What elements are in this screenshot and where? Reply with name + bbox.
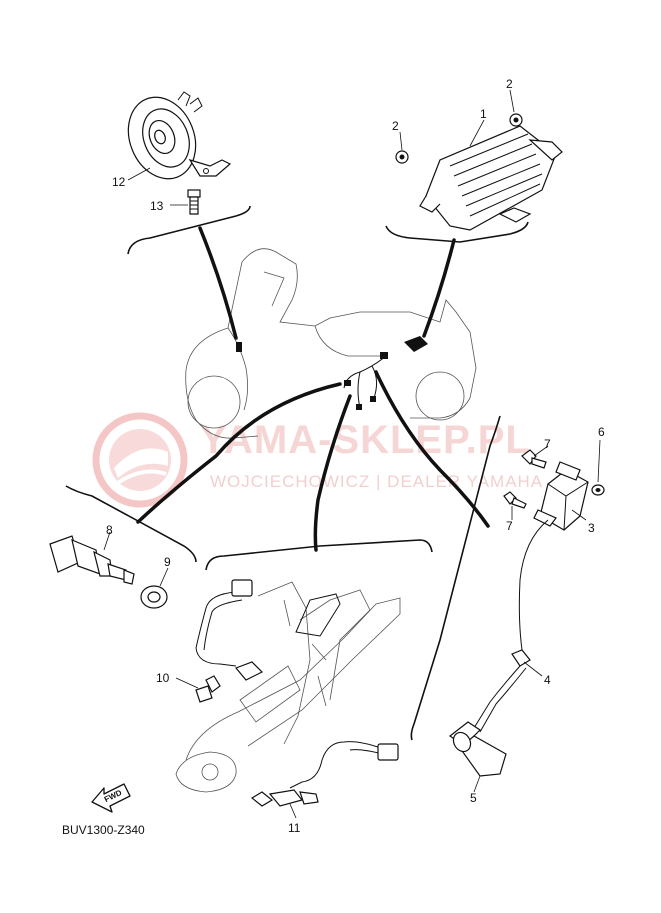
exhaust-pipe: [175, 581, 401, 793]
leader-lines: [103, 89, 601, 819]
callout-4: 4: [544, 673, 551, 687]
cable-clamp: [511, 649, 531, 667]
callouts: 1 2 2 3 4 5 6 7 7 8 9 10 11 12 13: [106, 77, 605, 835]
callout-7-lower: 7: [506, 519, 513, 533]
callout-12: 12: [112, 175, 126, 189]
horn-mount-marker: [236, 342, 242, 352]
rectifier-regulator: [419, 125, 563, 231]
callout-13: 13: [150, 199, 164, 213]
horn: [127, 91, 232, 180]
nut-right: [509, 113, 523, 127]
callout-11: 11: [288, 821, 301, 835]
ignition-coil: [518, 461, 589, 651]
callout-1: 1: [480, 107, 487, 121]
fwd-arrow-icon: FWD: [91, 783, 131, 813]
diagram-code: BUV1300-Z340: [62, 823, 145, 837]
group-brackets: [65, 205, 529, 741]
gasket: [140, 585, 168, 609]
wire-harness: [236, 336, 428, 410]
watermark-subtitle: WOJCIECHOWICZ | DEALER YAMAHA: [210, 472, 543, 491]
callout-8: 8: [106, 523, 113, 537]
callout-7-upper: 7: [544, 437, 551, 451]
rectifier-mount-marker: [404, 336, 428, 352]
nut-left: [395, 150, 409, 164]
washer: [591, 484, 605, 496]
o2-sensor-upper: [195, 579, 264, 703]
scooter-outline: [185, 248, 477, 439]
coil-bolt-upper: [521, 449, 547, 469]
watermark-logo: [92, 412, 188, 508]
callout-5: 5: [470, 791, 477, 805]
callout-6: 6: [598, 425, 605, 439]
callout-2-right: 2: [506, 77, 513, 91]
spark-plug-cap: [448, 665, 527, 777]
sensor-switch: [49, 535, 135, 585]
watermark: YAMA-SKLEP.PL WOJCIECHOWICZ | DEALER YAM…: [92, 412, 543, 508]
o2-sensor-lower: [250, 741, 399, 807]
horn-bolt: [187, 189, 201, 215]
callout-2-left: 2: [392, 119, 399, 133]
callout-9: 9: [164, 555, 171, 569]
coil-bolt-lower: [503, 491, 527, 509]
callout-10: 10: [156, 671, 170, 685]
callout-3: 3: [588, 521, 595, 535]
watermark-title: YAMA-SKLEP.PL: [200, 418, 531, 462]
